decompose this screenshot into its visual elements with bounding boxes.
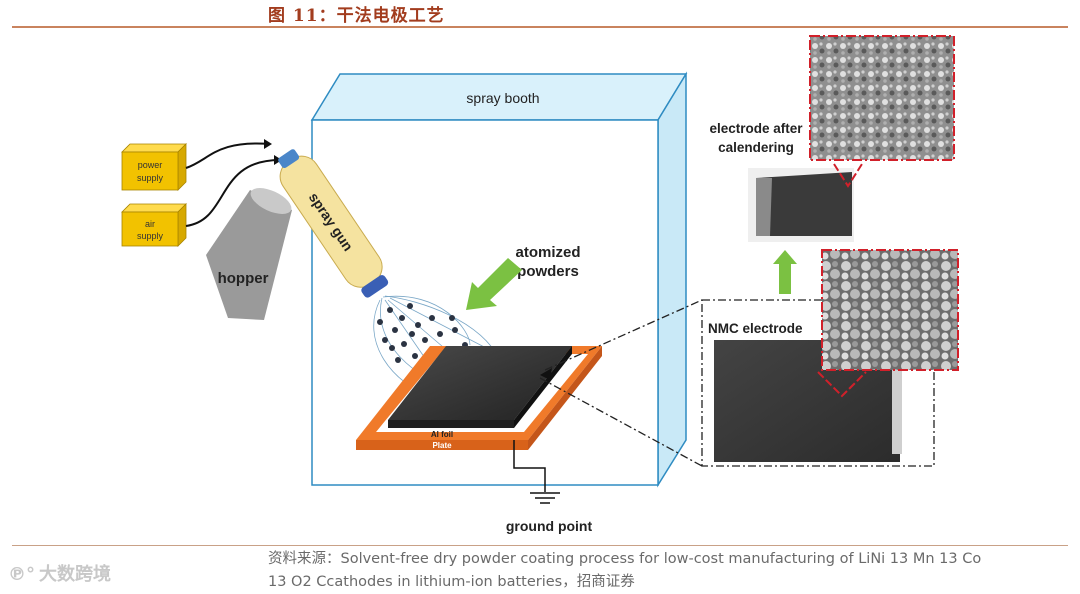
- electrode-after-label: electrode after: [709, 121, 803, 136]
- ground-point-label: ground point: [506, 518, 593, 534]
- callout-lines: [539, 299, 935, 467]
- watermark-text: 大数跨境: [39, 564, 111, 585]
- source-rule: [12, 545, 1068, 546]
- power-supply-box: power supply: [121, 143, 187, 191]
- power-cable: [185, 142, 271, 169]
- watermark: ℗°大数跨境: [8, 560, 111, 586]
- ground-symbol: [530, 492, 560, 504]
- source-note: 资料来源：Solvent-free dry powder coating pro…: [268, 551, 982, 590]
- plate-assembly: Al foil Plate: [356, 346, 602, 450]
- sem-image-nmc: [817, 249, 959, 398]
- sem-image-calendered: [809, 35, 955, 188]
- svg-text:power: power: [138, 160, 163, 170]
- air-cable: [185, 159, 281, 227]
- hopper: hopper: [206, 188, 292, 320]
- svg-text:air: air: [145, 219, 155, 229]
- air-supply-box: air supply: [121, 203, 187, 247]
- nmc-electrode-label: NMC electrode: [708, 321, 803, 336]
- svg-text:powders: powders: [517, 263, 579, 280]
- watermark-logo-icon: ℗°: [8, 564, 35, 585]
- svg-text:calendering: calendering: [718, 140, 794, 155]
- spray-booth-label: spray booth: [466, 90, 539, 106]
- calendered-electrode-photo: [748, 168, 854, 242]
- svg-text:Al foil: Al foil: [431, 430, 453, 439]
- svg-text:supply: supply: [137, 231, 164, 241]
- svg-text:Plate: Plate: [432, 441, 452, 450]
- process-up-arrow: [773, 250, 797, 294]
- svg-text:hopper: hopper: [218, 270, 269, 287]
- title-rule: [12, 26, 1068, 28]
- svg-text:supply: supply: [137, 173, 164, 183]
- atomized-arrow: [466, 258, 522, 310]
- ground-wire: [513, 440, 546, 492]
- atomized-label: atomized: [515, 244, 580, 261]
- nmc-electrode-photo: [714, 340, 902, 462]
- figure-title: 图 11：干法电极工艺: [268, 6, 445, 26]
